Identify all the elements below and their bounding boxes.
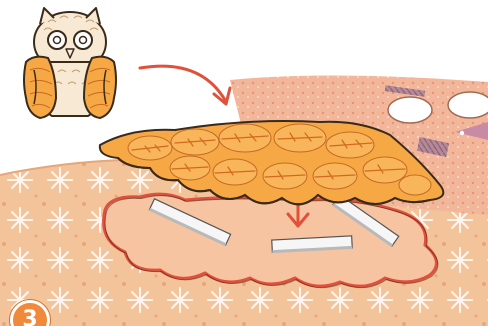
curved-arrow-icon — [140, 66, 230, 104]
eye-hole-right — [448, 92, 488, 118]
eye-hole-left — [388, 97, 432, 123]
owl-wings-preview-icon — [24, 8, 116, 118]
